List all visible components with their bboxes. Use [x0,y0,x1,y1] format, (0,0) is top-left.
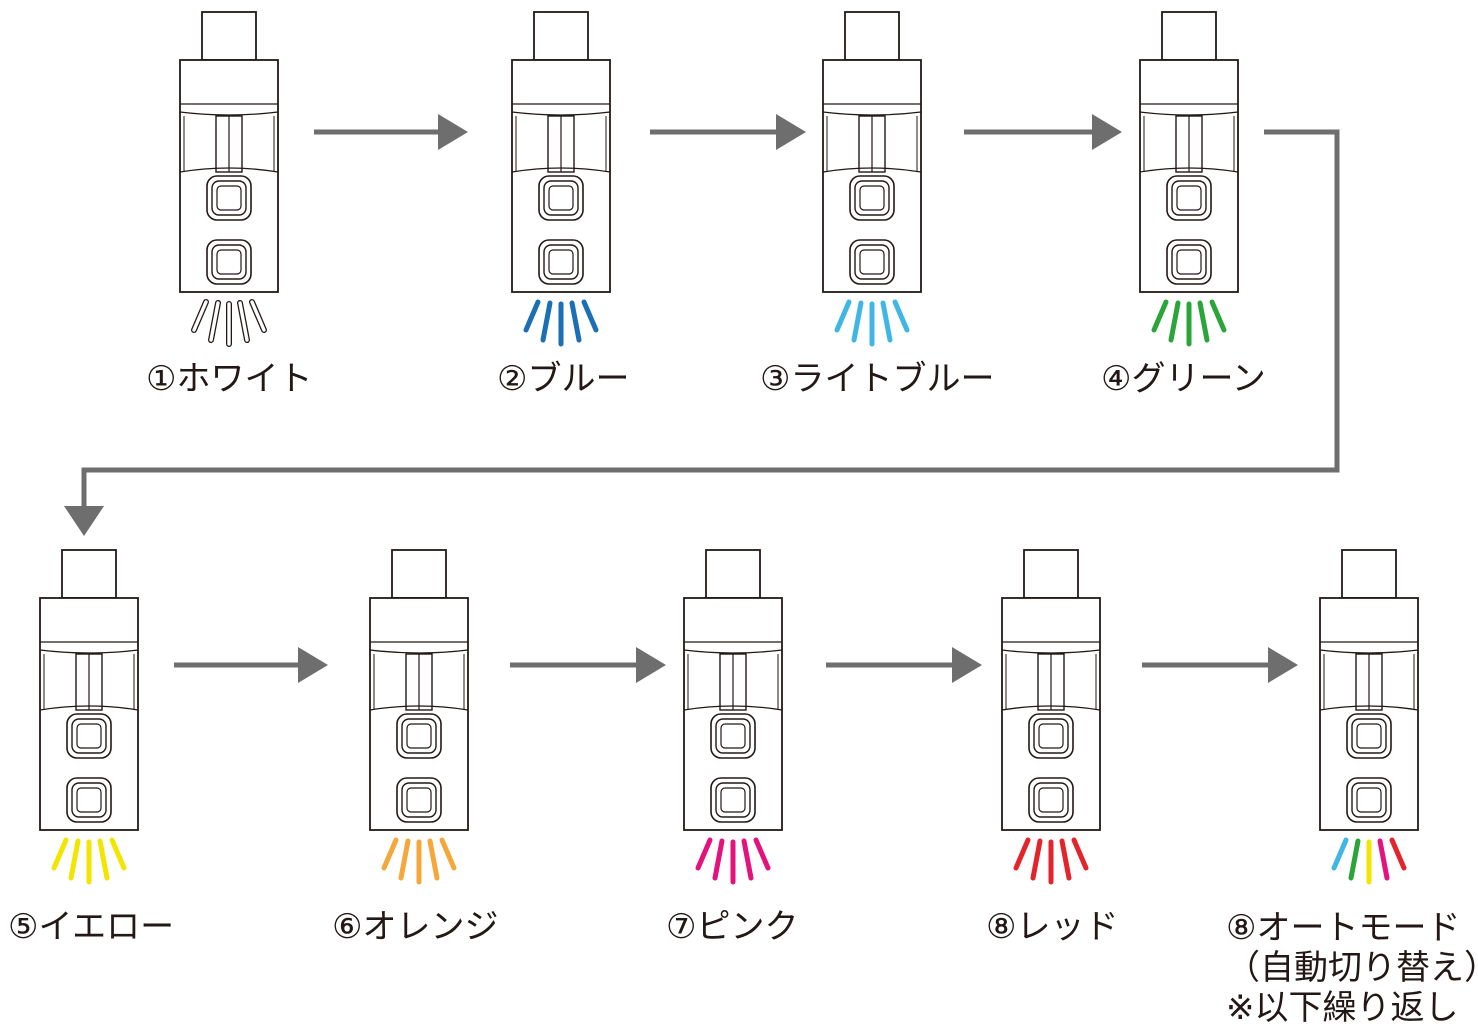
led-ray [398,838,411,881]
device-body [369,549,469,831]
led-ray [1030,838,1043,881]
led-ray [1151,299,1169,333]
led-ray [97,838,110,881]
led-rays-pink [695,837,771,885]
led-ray [1013,837,1031,871]
led-ray [1348,838,1361,881]
led-ray [1209,299,1227,333]
label-yellow: ⑤イエロー [8,907,175,947]
led-ray [381,837,399,871]
device-white [179,11,279,347]
led-ray [695,837,713,871]
led-ray [238,301,249,342]
led-ray [68,838,81,881]
device-orange [369,549,469,885]
arrow-1-2 [314,114,468,150]
led-rays-light-blue [834,299,910,347]
led-ray [523,299,541,333]
led-rays-green [1151,299,1227,347]
device-body [683,549,783,831]
device-light-blue [822,11,922,347]
arrow-7-8 [826,647,982,683]
label-orange: ⑥オレンジ [332,907,499,947]
led-ray [569,300,582,343]
led-ray [1331,837,1349,871]
led-ray [192,300,208,332]
led-ray [540,300,553,343]
device-body [1139,11,1239,293]
device-yellow [39,549,139,885]
led-ray [427,838,440,881]
led-ray [1059,838,1072,881]
label-red: ⑧レッド [986,907,1119,947]
led-ray [109,837,127,871]
led-ray [1197,300,1210,343]
label-blue: ②ブルー [497,359,630,399]
device-green [1139,11,1239,347]
led-rays-yellow [51,837,127,885]
arrow-6-7 [510,647,666,683]
led-ray [741,838,754,881]
led-ray [51,837,69,871]
arrow-5-6 [174,647,328,683]
arrow-4-5-connector [64,129,1340,536]
device-body [39,549,139,831]
led-ray [712,838,725,881]
device-auto-mode [1319,549,1419,885]
led-rays-auto-mode [1331,837,1407,885]
led-ray [581,299,599,333]
label-light-blue: ③ライトブルー [760,359,995,399]
led-ray [1389,837,1407,871]
led-ray [209,301,220,342]
led-ray [834,299,852,333]
label-pink: ⑦ピンク [666,907,799,947]
led-ray [851,300,864,343]
device-pink [683,549,783,885]
arrow-2-3 [650,114,806,150]
device-body [1001,549,1101,831]
led-rays-red [1013,837,1089,885]
led-ray [753,837,771,871]
led-ray [892,299,910,333]
device-body [1319,549,1419,831]
led-ray [880,300,893,343]
device-body [511,11,611,293]
label-white: ①ホワイト [146,359,313,399]
label-auto-mode-line-2: （自動切り替え） [1226,948,1478,988]
arrow-8-auto [1142,647,1298,683]
led-ray [250,300,266,332]
led-rays-white [191,299,267,347]
device-blue [511,11,611,347]
label-green: ④グリーン [1101,359,1266,399]
arrow-3-4 [964,114,1122,150]
device-red [1001,549,1101,885]
led-ray [1377,838,1390,881]
led-rays-orange [381,837,457,885]
led-rays-blue [523,299,599,347]
led-ray [439,837,457,871]
label-auto-mode: ⑧オートモード （自動切り替え） ※以下繰り返し [1226,908,1478,1028]
label-auto-mode-line-1: ⑧オートモード [1226,908,1461,948]
label-auto-mode-line-3: ※以下繰り返し [1226,988,1459,1028]
led-ray [1071,837,1089,871]
device-body [822,11,922,293]
device-body [179,11,279,293]
led-ray [1168,300,1181,343]
